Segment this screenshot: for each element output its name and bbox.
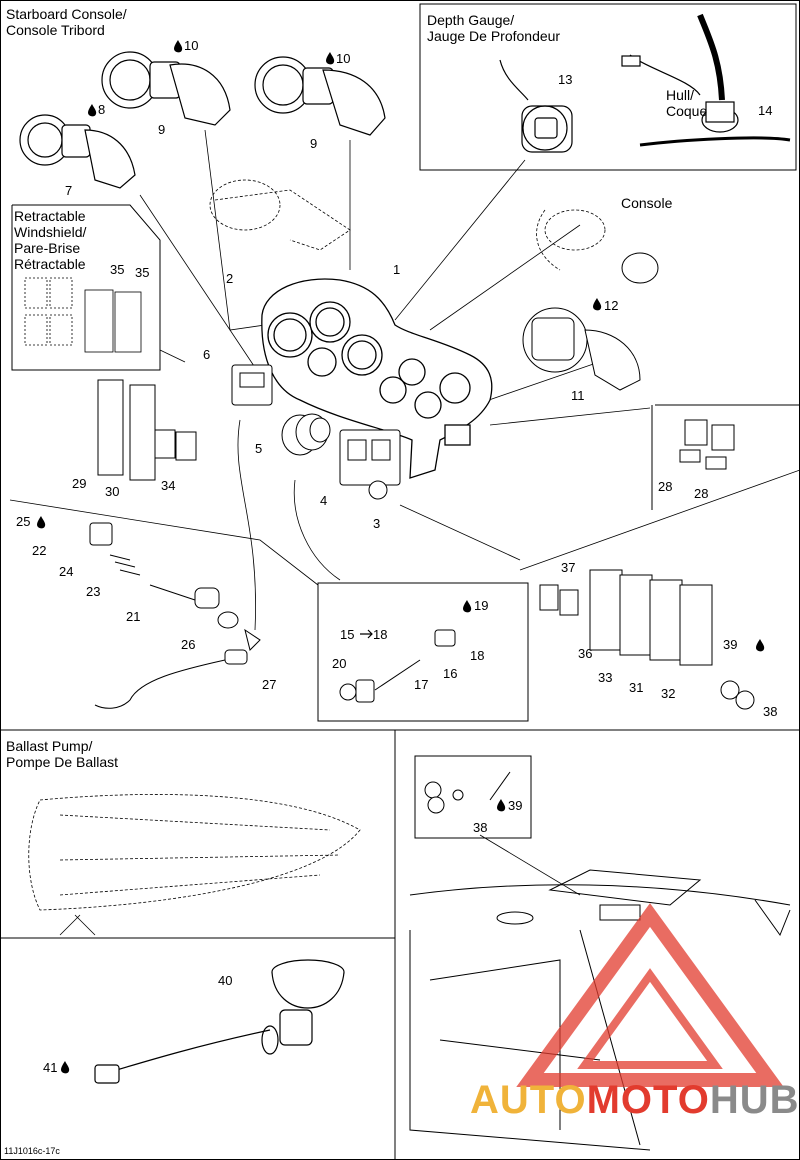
- callout-28: 28: [694, 486, 709, 501]
- plug-38-39: [424, 771, 511, 814]
- console-ghost: [209, 179, 606, 271]
- callout-9: 9: [158, 122, 166, 137]
- callout-12: 12: [604, 298, 619, 313]
- callout-4: 4: [320, 493, 328, 508]
- title-retractable-windshield: Retractable Windshield/ Pare-Brise Rétra…: [14, 208, 87, 272]
- speedometer-11: [522, 307, 641, 391]
- callout-1: 1: [393, 262, 401, 277]
- callout-10: 10: [336, 51, 351, 66]
- ballast-pump-40: [94, 959, 345, 1084]
- console-connector: [621, 252, 659, 284]
- callout-38: 38: [763, 704, 778, 719]
- callout-38: 38: [473, 820, 488, 835]
- watermark-moto: MOTO: [586, 1078, 710, 1122]
- drop-icon: [326, 52, 335, 65]
- switch-detail-frame: [317, 582, 529, 722]
- callout-5: 5: [255, 441, 263, 456]
- switch-modules-31-33: [539, 569, 755, 710]
- watermark-hub: HUB: [709, 1078, 800, 1122]
- drop-icon: [174, 40, 183, 53]
- drop-icon: [497, 799, 506, 812]
- callout-36: 36: [578, 646, 593, 661]
- callout-16: 16: [443, 666, 458, 681]
- callout-39: 39: [723, 637, 738, 652]
- callout-40: 40: [218, 973, 233, 988]
- drop-icon: [593, 298, 602, 311]
- switch-modules-29-30: [97, 379, 197, 481]
- switch-plate-5: [231, 364, 273, 406]
- watermark-text: AUTOMOTOHUB: [470, 1078, 800, 1123]
- callout-6: 6: [203, 347, 211, 362]
- callout-2: 2: [226, 271, 234, 286]
- callout-30: 30: [105, 484, 120, 499]
- wiring-group: [89, 522, 261, 709]
- drop-icon: [37, 516, 46, 529]
- drop-icon: [88, 104, 97, 117]
- switch-labels-28: [679, 419, 735, 470]
- gauge-10-right: [254, 56, 386, 136]
- watermark-auto: AUTO: [470, 1078, 587, 1122]
- callout-29: 29: [72, 476, 87, 491]
- switch-plate-3: [339, 429, 401, 500]
- callout-8: 8: [98, 102, 106, 117]
- gauge-8: [19, 114, 136, 189]
- callout-22: 22: [32, 543, 47, 558]
- drawing-code: 11J1016c-17c: [4, 1146, 60, 1156]
- callout-31: 31: [629, 680, 644, 695]
- callout-27: 27: [262, 677, 277, 692]
- callout-15: 15: [340, 627, 355, 642]
- callout-9: 9: [310, 136, 318, 151]
- callout-11: 11: [571, 388, 585, 403]
- callout-21: 21: [126, 609, 141, 624]
- pump-detail-frame: [0, 937, 396, 1160]
- drop-icon: [61, 1061, 70, 1074]
- steering-hub: [281, 413, 331, 456]
- arrow-icon: [360, 629, 373, 639]
- callout-28: 28: [658, 479, 673, 494]
- callout-19: 19: [474, 598, 489, 613]
- callout-3: 3: [373, 516, 381, 531]
- title-console: Console: [621, 195, 673, 211]
- leader-lines: [9, 129, 800, 936]
- title-ballast-pump: Ballast Pump/ Pompe De Ballast: [6, 738, 119, 770]
- callout-7: 7: [65, 183, 73, 198]
- retractable-switches-35: [24, 277, 142, 353]
- plug-detail-frame: [414, 755, 532, 839]
- callout-24: 24: [59, 564, 74, 579]
- callout-39: 39: [508, 798, 523, 813]
- callout-32: 32: [661, 686, 676, 701]
- callout-13: 13: [558, 72, 573, 87]
- boat-hull: [28, 794, 361, 911]
- callout-35: 35: [135, 265, 150, 280]
- watermark-logo: [516, 903, 784, 1087]
- gauge-10-left: [101, 51, 231, 126]
- callout-20: 20: [332, 656, 347, 671]
- hull-sensor-14: [621, 13, 791, 147]
- callout-35: 35: [110, 262, 125, 277]
- drop-icon: [756, 639, 765, 652]
- title-hull: Hull/ Coque: [666, 87, 708, 119]
- drop-icons: [37, 40, 765, 1074]
- callout-41: 41: [43, 1060, 58, 1075]
- callout-26: 26: [181, 637, 196, 652]
- dashboard-panel-1: [261, 278, 493, 479]
- callout-17: 17: [414, 677, 429, 692]
- callout-23: 23: [86, 584, 101, 599]
- callout-18: 18: [373, 627, 388, 642]
- callout-34: 34: [161, 478, 176, 493]
- depth-gauge-13: [499, 59, 573, 153]
- callout-25: 25: [16, 514, 31, 529]
- callout-10: 10: [184, 38, 199, 53]
- callout-14: 14: [758, 103, 773, 118]
- title-starboard-console: Starboard Console/ Console Tribord: [6, 6, 127, 38]
- switch-detail: [339, 629, 456, 703]
- title-depth-gauge: Depth Gauge/ Jauge De Profondeur: [427, 12, 561, 44]
- depth-gauge-frame: [419, 3, 797, 171]
- retractable-frame: [11, 204, 161, 371]
- callout-33: 33: [598, 670, 613, 685]
- callout-18: 18: [470, 648, 485, 663]
- callout-37: 37: [561, 560, 576, 575]
- drop-icon: [463, 600, 472, 613]
